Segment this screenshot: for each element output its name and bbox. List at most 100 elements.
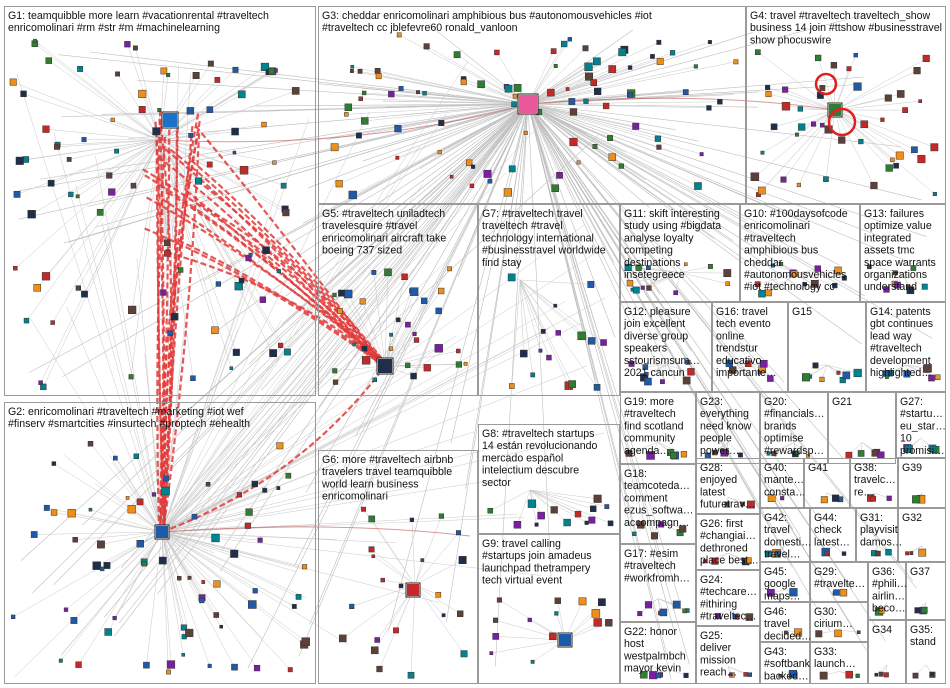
node[interactable] (858, 139, 863, 144)
node[interactable] (734, 60, 738, 64)
node[interactable] (461, 651, 467, 657)
node[interactable] (207, 162, 212, 167)
node[interactable] (835, 630, 842, 637)
node[interactable] (284, 349, 290, 355)
node[interactable] (456, 530, 460, 534)
node[interactable] (857, 631, 860, 634)
node[interactable] (494, 50, 499, 55)
node[interactable] (820, 377, 825, 382)
node[interactable] (684, 263, 687, 266)
node[interactable] (10, 79, 17, 86)
node[interactable] (277, 269, 281, 273)
node[interactable] (528, 618, 532, 622)
node[interactable] (447, 267, 451, 271)
node[interactable] (252, 481, 258, 487)
node[interactable] (914, 67, 921, 74)
node[interactable] (195, 178, 202, 185)
node[interactable] (413, 332, 417, 336)
node[interactable] (514, 84, 521, 91)
node[interactable] (389, 347, 393, 351)
node[interactable] (208, 61, 213, 66)
node[interactable] (178, 268, 183, 273)
node[interactable] (82, 137, 87, 142)
node[interactable] (208, 664, 212, 668)
node[interactable] (887, 496, 892, 501)
node[interactable] (607, 135, 612, 140)
node[interactable] (14, 191, 20, 197)
node[interactable] (281, 183, 286, 188)
node[interactable] (673, 601, 680, 608)
node[interactable] (842, 552, 846, 556)
node[interactable] (628, 66, 632, 70)
node[interactable] (421, 298, 427, 304)
node[interactable] (846, 671, 853, 678)
node[interactable] (896, 152, 903, 159)
node[interactable] (16, 157, 24, 165)
node[interactable] (569, 98, 575, 104)
node[interactable] (126, 496, 129, 499)
node[interactable] (381, 578, 385, 582)
node[interactable] (231, 664, 237, 670)
node[interactable] (258, 538, 263, 543)
node[interactable] (641, 286, 645, 290)
node[interactable] (185, 629, 193, 637)
node[interactable] (633, 287, 639, 293)
node[interactable] (588, 281, 594, 287)
node[interactable] (302, 638, 310, 646)
node[interactable] (694, 183, 701, 190)
node[interactable] (43, 126, 50, 133)
node[interactable] (651, 533, 658, 540)
node[interactable] (411, 373, 417, 379)
node[interactable] (161, 68, 167, 74)
node[interactable] (638, 611, 643, 616)
node[interactable] (591, 80, 597, 86)
node[interactable] (362, 356, 370, 364)
node[interactable] (296, 594, 301, 599)
node[interactable] (369, 516, 375, 522)
node[interactable] (254, 665, 260, 671)
node[interactable] (207, 107, 213, 113)
node[interactable] (376, 73, 381, 78)
node[interactable] (594, 495, 602, 503)
node[interactable] (593, 58, 600, 65)
node[interactable] (77, 66, 82, 71)
node[interactable] (253, 588, 258, 593)
node[interactable] (751, 173, 759, 181)
node[interactable] (875, 551, 880, 556)
node[interactable] (660, 609, 667, 616)
node[interactable] (248, 601, 256, 609)
node[interactable] (351, 65, 354, 68)
node[interactable] (34, 284, 41, 291)
node[interactable] (131, 183, 136, 188)
node[interactable] (13, 266, 17, 270)
node[interactable] (831, 62, 837, 68)
node[interactable] (113, 616, 117, 620)
node[interactable] (360, 299, 365, 304)
node[interactable] (490, 652, 493, 655)
node[interactable] (408, 672, 414, 678)
hub-node-g9[interactable] (558, 633, 572, 647)
node[interactable] (333, 380, 338, 385)
node[interactable] (905, 552, 908, 555)
node[interactable] (369, 547, 374, 552)
node[interactable] (153, 128, 160, 135)
node[interactable] (497, 598, 502, 603)
node[interactable] (694, 65, 698, 69)
node[interactable] (632, 532, 636, 536)
node[interactable] (337, 308, 342, 313)
node[interactable] (509, 166, 515, 172)
node[interactable] (216, 282, 221, 287)
node[interactable] (854, 53, 858, 57)
node[interactable] (456, 349, 460, 353)
node[interactable] (52, 462, 56, 466)
node[interactable] (627, 280, 633, 286)
node[interactable] (249, 253, 252, 256)
node[interactable] (884, 673, 888, 677)
node[interactable] (33, 39, 36, 42)
node[interactable] (513, 94, 517, 98)
node[interactable] (362, 346, 367, 351)
node[interactable] (302, 564, 307, 569)
node[interactable] (64, 608, 68, 612)
node[interactable] (569, 381, 576, 388)
node[interactable] (439, 514, 444, 519)
